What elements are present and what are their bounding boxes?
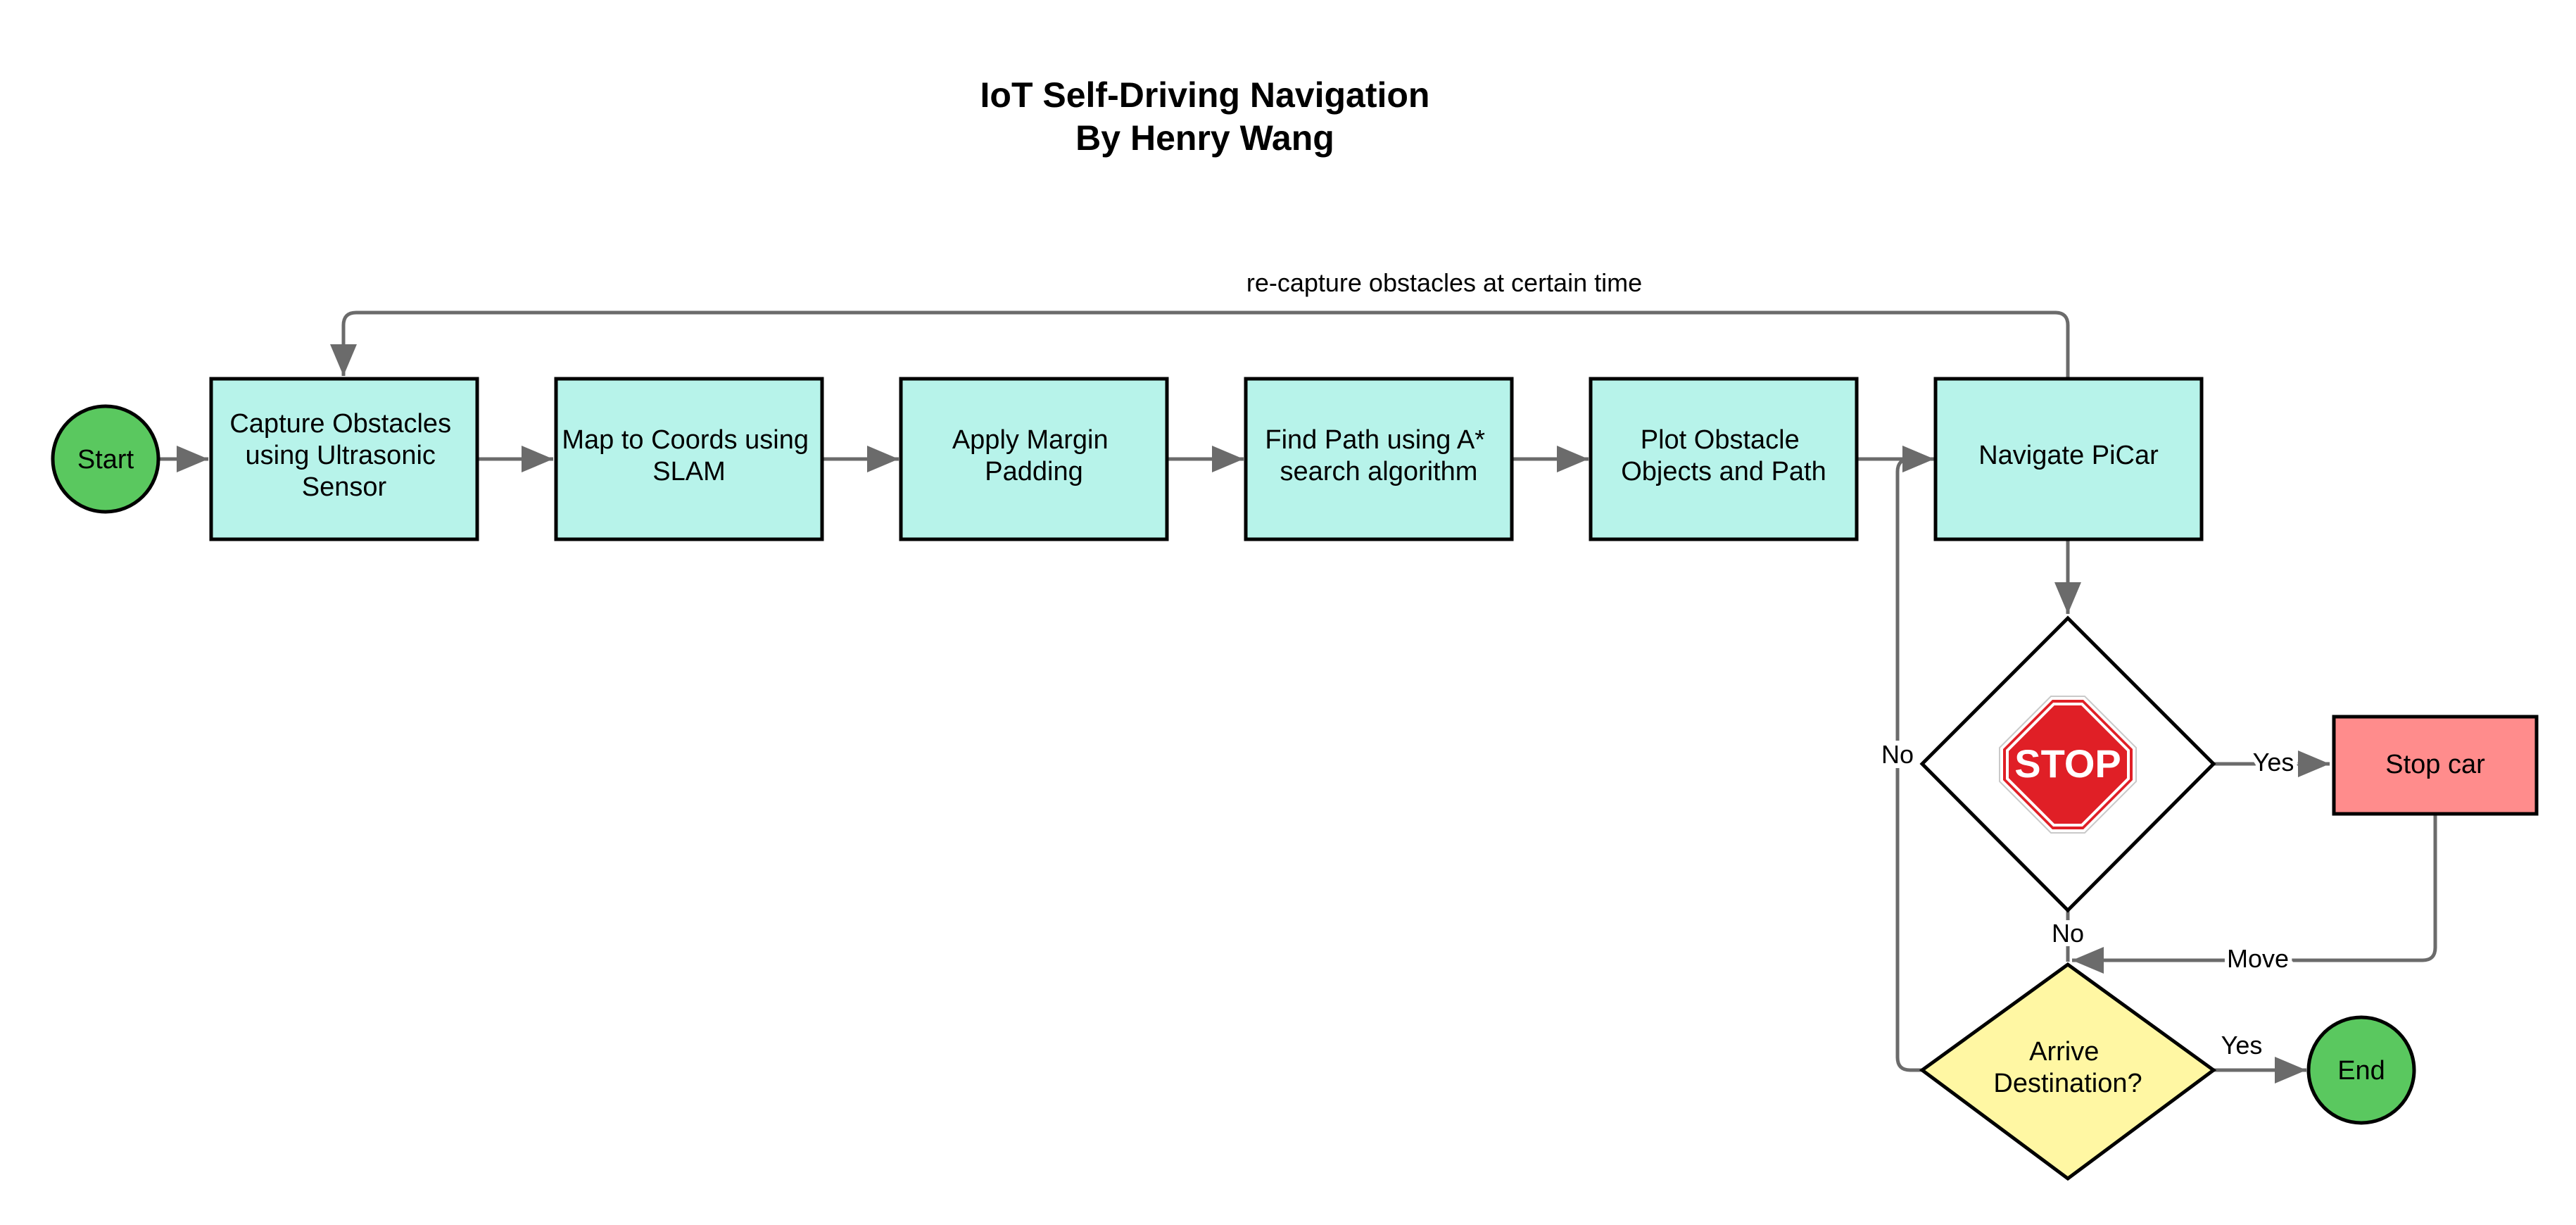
findpath-label-line2: search algorithm bbox=[1280, 457, 1478, 486]
edge-arrive-no bbox=[1895, 446, 1934, 1072]
edge-label-stop-yes: Yes bbox=[2253, 748, 2294, 777]
stopcar-label: Stop car bbox=[2385, 750, 2485, 779]
svg-text:Arrive Destination?: Arrive Destination? bbox=[1993, 1037, 2142, 1098]
arrive-label-line2: Destination? bbox=[1993, 1069, 2142, 1098]
findpath-label-line1: Find Path using A* bbox=[1265, 425, 1485, 455]
capture-label-line3: Sensor bbox=[302, 472, 387, 502]
plot-obstacle-node: Plot Obstacle Objects and Path bbox=[1589, 377, 1859, 541]
plot-label-line2: Objects and Path bbox=[1621, 457, 1826, 486]
margin-label-line2: Padding bbox=[985, 457, 1082, 486]
map-label-line1: Map to Coords using bbox=[562, 425, 809, 455]
edge-recapture-loop bbox=[330, 310, 2070, 379]
stop-sign-text: STOP bbox=[2014, 741, 2121, 786]
svg-text:Capture Obstacles using: Capture Obstacles using Ultrasonic Senso… bbox=[229, 409, 458, 502]
navigate-picar-node: Navigate PiCar bbox=[1933, 377, 2204, 541]
edge-label-arrive-yes: Yes bbox=[2221, 1031, 2263, 1060]
edge-label-recapture: re-capture obstacles at certain time bbox=[1246, 268, 1642, 297]
navigate-label: Navigate PiCar bbox=[1978, 441, 2159, 470]
start-label: Start bbox=[77, 445, 134, 475]
end-label: End bbox=[2337, 1056, 2385, 1086]
diagram-title: IoT Self-Driving Navigation bbox=[980, 75, 1430, 115]
plot-label-line1: Plot Obstacle bbox=[1641, 425, 1800, 455]
diagram-subtitle: By Henry Wang bbox=[1075, 118, 1334, 158]
arrive-label-line1: Arrive bbox=[2029, 1037, 2099, 1067]
edge-stopcar-move bbox=[2072, 814, 2437, 974]
stop-car-node: Stop car bbox=[2332, 715, 2539, 816]
apply-margin-node: Apply Margin Padding bbox=[899, 377, 1169, 541]
capture-label-line2: using Ultrasonic bbox=[246, 441, 436, 470]
edge-label-arrive-no: No bbox=[1881, 740, 1914, 769]
capture-label-line1: Capture Obstacles bbox=[229, 409, 451, 439]
edge-label-move: Move bbox=[2227, 944, 2289, 973]
svg-text:Plot Obstacle Objects an: Plot Obstacle Objects and Path bbox=[1621, 425, 1826, 486]
stop-sign-decision: STOP bbox=[1919, 615, 2216, 913]
find-path-node: Find Path using A* search algorithm bbox=[1244, 377, 1514, 541]
capture-obstacles-node: Capture Obstacles using Ultrasonic Senso… bbox=[209, 377, 479, 541]
map-coords-node: Map to Coords using SLAM bbox=[554, 377, 824, 541]
arrive-destination-decision: Arrive Destination? bbox=[1919, 962, 2217, 1181]
svg-text:Find Path using A* searc: Find Path using A* search algorithm bbox=[1265, 425, 1492, 486]
end-node: End bbox=[2306, 1015, 2416, 1125]
svg-text:Map to Coords using SLAM: Map to Coords using SLAM bbox=[562, 425, 816, 486]
start-node: Start bbox=[51, 404, 160, 514]
svg-text:Apply Margin Padding: Apply Margin Padding bbox=[952, 425, 1116, 486]
margin-label-line1: Apply Margin bbox=[952, 425, 1109, 455]
map-label-line2: SLAM bbox=[652, 457, 725, 486]
stop-sign-icon: STOP bbox=[1999, 696, 2137, 834]
edge-label-stop-no: No bbox=[2052, 919, 2084, 948]
